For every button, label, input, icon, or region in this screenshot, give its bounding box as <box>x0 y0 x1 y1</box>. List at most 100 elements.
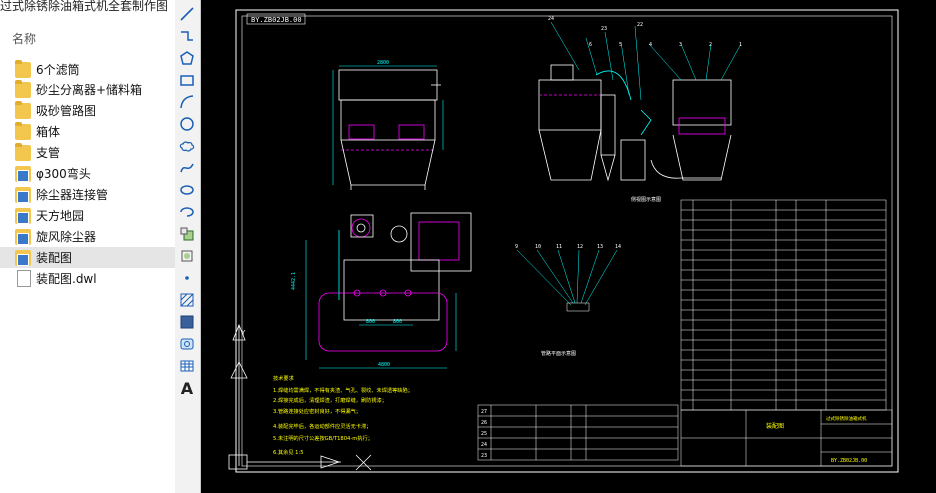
cad-drawing-canvas[interactable]: BY.ZB02JB.00 2800 <box>201 0 936 493</box>
explorer-item-1[interactable]: 砂尘分离器+储料箱 <box>0 79 175 100</box>
parts-list-right <box>680 199 887 411</box>
detail-num-10: 10 <box>535 244 541 250</box>
leader-num-24: 24 <box>548 16 554 22</box>
detail-view-pneumatic: 9 10 11 12 13 14 <box>515 244 621 312</box>
polygon-icon <box>180 51 194 65</box>
polygon-tool[interactable] <box>177 48 197 68</box>
explorer-item-3[interactable]: 箱体 <box>0 121 175 142</box>
polyline-tool[interactable] <box>177 26 197 46</box>
point-icon <box>185 276 189 280</box>
explorer-item-7[interactable]: 天方地园 <box>0 205 175 226</box>
tech-req-3: 3.管路连接处应密封良好，不得漏气； <box>273 407 361 415</box>
name-column-header[interactable]: 名称 <box>12 32 37 46</box>
parts-list-row-numbers: 27 26 25 24 23 <box>481 409 487 459</box>
explorer-item-0[interactable]: 6个滤筒 <box>0 59 175 80</box>
ucs-y-label: Y <box>240 329 246 337</box>
explorer-item-4[interactable]: 支管 <box>0 142 175 163</box>
title-block <box>680 409 893 467</box>
dwg-folder-icon <box>15 207 31 224</box>
explorer-item-label: 支管 <box>36 146 61 160</box>
revision-cloud-tool[interactable] <box>177 136 197 156</box>
line-icon <box>180 7 194 21</box>
ellipse-arc-icon <box>180 207 194 217</box>
make-block-icon <box>181 250 193 262</box>
hatch-tool[interactable] <box>177 290 197 310</box>
arc-tool[interactable] <box>177 92 197 112</box>
leader-num-5: 5 <box>619 42 622 48</box>
table-tool[interactable] <box>177 356 197 376</box>
hatch-icon <box>180 293 194 307</box>
line-tool[interactable] <box>177 4 197 24</box>
arc-icon <box>180 95 194 109</box>
explorer-item-label: φ300弯头 <box>36 167 91 181</box>
dim-plan-800b: 800 <box>393 319 402 325</box>
explorer-item-label: 箱体 <box>36 125 61 139</box>
drawing-inner-border <box>241 15 893 467</box>
spline-tool[interactable] <box>177 158 197 178</box>
revision-cloud-icon <box>179 141 195 152</box>
point-tool[interactable] <box>177 268 197 288</box>
explorer-item-label: 吸砂管路图 <box>36 104 97 118</box>
technical-requirements: 技术要求 1.焊缝均需满焊，不得有夹渣、气孔、裂纹、未焊透等缺陷； 2.焊接完成… <box>273 374 413 456</box>
folder-icon <box>15 100 31 119</box>
explorer-item-label: 6个滤筒 <box>36 63 80 77</box>
spline-icon <box>180 163 194 173</box>
leader-num-6: 6 <box>589 42 592 48</box>
dim-plan-width: 4800 <box>378 362 390 368</box>
cad-drawing-svg[interactable]: BY.ZB02JB.00 2800 <box>201 0 936 493</box>
dim-plan-800a: 800 <box>366 319 375 325</box>
dwg-folder-icon <box>15 228 31 245</box>
leader-num-4: 4 <box>649 42 652 48</box>
title-block-name: 装配图 <box>766 422 784 430</box>
plan-view-label: 管路平面示意图 <box>541 350 576 357</box>
tech-req-2: 2.焊接完成后，清理焊渣，打磨焊缝，刷防锈漆； <box>273 396 387 404</box>
multiline-text-tool[interactable]: A <box>177 378 197 398</box>
make-block-tool[interactable] <box>177 246 197 266</box>
explorer-item-label: 旋风除尘器 <box>36 230 97 244</box>
side-view-leaders: 24 6 23 5 22 4 3 2 1 <box>548 16 742 101</box>
explorer-item-label: 装配图 <box>36 251 73 265</box>
region-tool[interactable] <box>177 334 197 354</box>
title-block-company: 过式除锈除油箱式机 <box>826 415 867 422</box>
parts-row-23: 23 <box>481 453 487 459</box>
circle-icon <box>180 117 194 131</box>
explorer-item-label: 除尘器连接管 <box>36 188 109 202</box>
front-cabinet <box>340 99 436 141</box>
detail-num-12: 12 <box>577 244 583 250</box>
parts-row-25: 25 <box>481 431 487 437</box>
ucs-axis-icon: Y <box>228 323 372 471</box>
file-icon <box>17 270 31 287</box>
leader-num-23: 23 <box>601 26 607 32</box>
draw-toolbar: A <box>175 0 201 493</box>
side-view-label: 侧视图示意图 <box>631 196 661 203</box>
circle-tool[interactable] <box>177 114 197 134</box>
gradient-tool[interactable] <box>177 312 197 332</box>
explorer-item-2[interactable]: 吸砂管路图 <box>0 100 175 121</box>
drawing-border <box>235 9 899 473</box>
polyline-icon <box>181 31 193 41</box>
parts-row-27: 27 <box>481 409 487 415</box>
corner-code: BY.ZB02JB.00 <box>251 16 302 24</box>
plan-view-layout <box>318 212 472 352</box>
plan-duct-loop <box>318 292 448 352</box>
explorer-item-5[interactable]: φ300弯头 <box>0 163 175 184</box>
dim-plan-height: 4442.1 <box>291 272 297 290</box>
explorer-item-9-selected[interactable]: 装配图 <box>0 247 175 268</box>
dwg-folder-icon <box>15 249 31 266</box>
hopper-stand <box>620 139 646 181</box>
explorer-item-6[interactable]: 除尘器连接管 <box>0 184 175 205</box>
explorer-item-10[interactable]: 装配图.dwl <box>0 268 175 289</box>
leader-num-1: 1 <box>739 42 742 48</box>
ellipse-tool[interactable] <box>177 180 197 200</box>
leader-num-22: 22 <box>637 22 643 28</box>
explorer-item-8[interactable]: 旋风除尘器 <box>0 226 175 247</box>
file-explorer-pane: 过式除锈除油箱式机全套制作图 名称 6个滤筒 砂尘分离器+储料箱 吸砂管路图 箱… <box>0 0 176 493</box>
front-top-housing <box>338 69 438 101</box>
ellipse-arc-tool[interactable] <box>177 202 197 222</box>
plan-top-right-box <box>410 212 472 272</box>
rectangle-icon <box>180 75 194 86</box>
insert-block-tool[interactable] <box>177 224 197 244</box>
side-cabinet <box>538 79 602 131</box>
detail-num-13: 13 <box>597 244 603 250</box>
rectangle-tool[interactable] <box>177 70 197 90</box>
